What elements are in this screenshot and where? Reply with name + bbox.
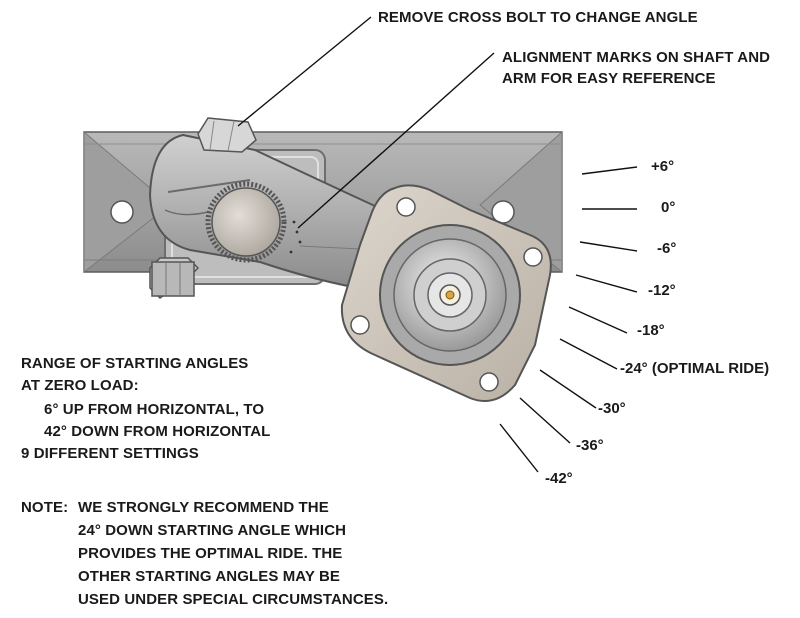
alignment-marks	[289, 220, 302, 254]
flange-hole-bottom	[479, 372, 499, 392]
flange-hole-top	[396, 197, 416, 217]
angle-label-1: 0°	[661, 199, 676, 216]
recommend-note-line2: 24° DOWN STARTING ANGLE WHICH	[78, 522, 347, 539]
angle-label-3: -12°	[648, 282, 676, 299]
recommend-note-line1: WE STRONGLY RECOMMEND THE	[78, 499, 329, 516]
angle-line-0	[581, 166, 638, 175]
cross-bolt-callout: REMOVE CROSS BOLT TO CHANGE ANGLE	[378, 9, 698, 26]
angle-line-6	[539, 369, 597, 409]
angle-indicator-lines	[499, 166, 638, 473]
range-note-line3: 6° UP FROM HORIZONTAL, TO	[44, 401, 265, 418]
alignment-callout-line1: ALIGNMENT MARKS ON SHAFT AND	[502, 49, 771, 66]
angle-line-8	[499, 423, 539, 473]
angle-label-2: -6°	[657, 240, 677, 257]
angle-line-5	[559, 338, 618, 370]
flange-hole-left	[350, 315, 370, 335]
angle-label-7: -36°	[576, 437, 604, 454]
alignment-callout-line2: ARM FOR EASY REFERENCE	[502, 70, 716, 87]
angle-label-0: +6°	[651, 158, 675, 175]
recommend-note-line5: USED UNDER SPECIAL CIRCUMSTANCES.	[78, 591, 389, 608]
cross-bolt-head	[197, 117, 257, 153]
angle-line-4	[568, 306, 628, 334]
range-note-line1: RANGE OF STARTING ANGLES	[21, 355, 249, 372]
bracket-hole-left	[110, 200, 134, 224]
flange-hole-right	[523, 247, 543, 267]
recommend-note-line3: PROVIDES THE OPTIMAL RIDE. THE	[78, 545, 343, 562]
range-note-line2: AT ZERO LOAD:	[21, 377, 139, 394]
angle-label-4: -18°	[637, 322, 665, 339]
range-note-line4: 42° DOWN FROM HORIZONTAL	[44, 423, 271, 440]
recommend-note-prefix: NOTE:	[21, 499, 69, 516]
recommend-note-line4: OTHER STARTING ANGLES MAY BE	[78, 568, 340, 585]
angle-label-8: -42°	[545, 470, 573, 487]
bottom-nut	[149, 257, 200, 299]
alignment-leader	[297, 52, 495, 229]
angle-line-2	[579, 241, 638, 252]
serrated-shaft-end	[205, 181, 287, 263]
angle-line-7	[519, 397, 571, 444]
cross-bolt-leader	[237, 16, 372, 127]
angle-label-5: -24° (OPTIMAL RIDE)	[620, 360, 770, 377]
range-note-line5: 9 DIFFERENT SETTINGS	[21, 445, 199, 462]
angle-line-3	[575, 274, 638, 293]
angle-label-6: -30°	[598, 400, 626, 417]
